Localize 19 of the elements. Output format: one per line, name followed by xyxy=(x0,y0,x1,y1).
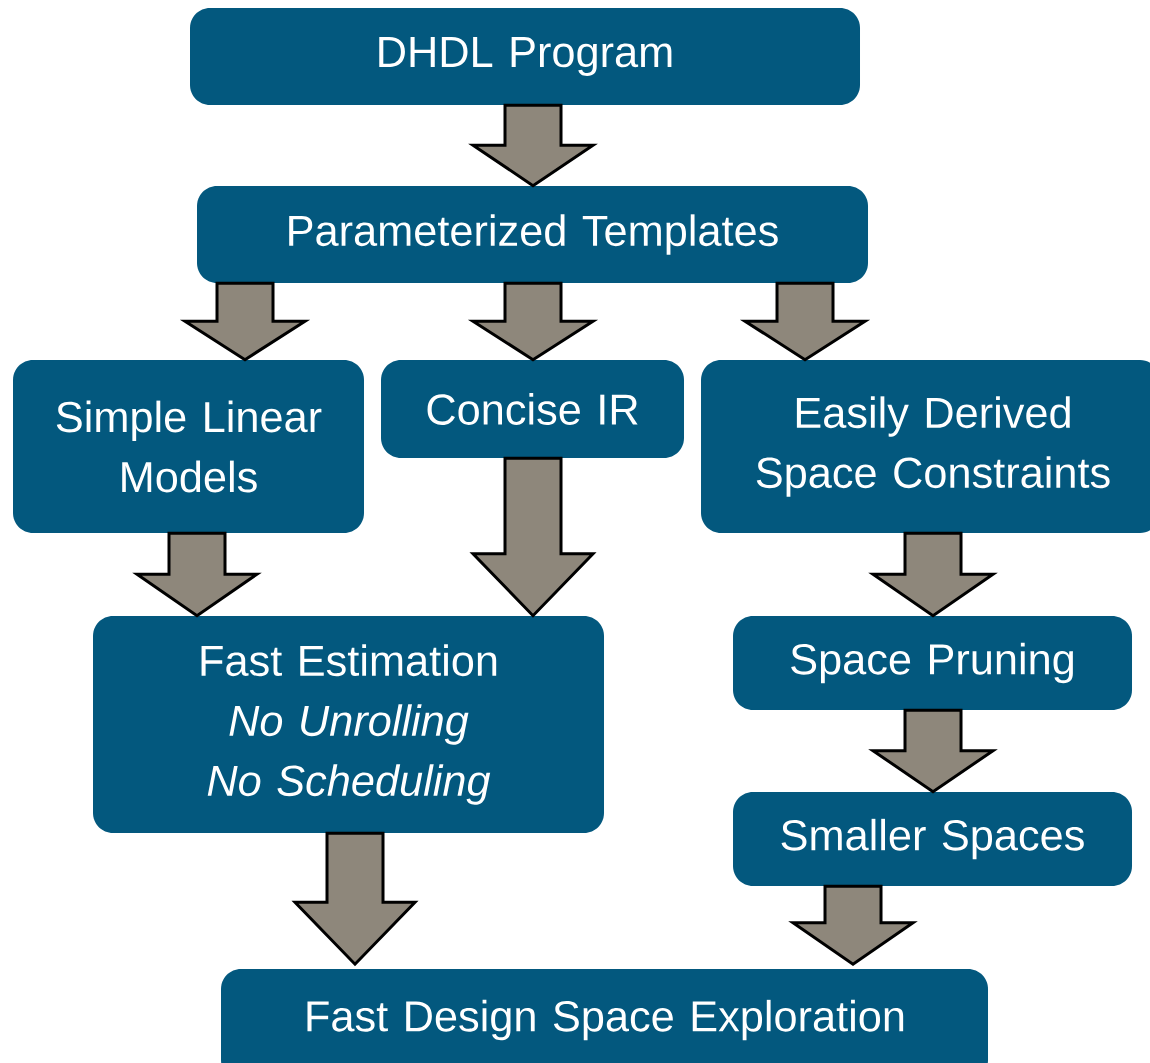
process-box: Easily Derived Space Constraints xyxy=(701,360,1150,533)
process-box: Fast Estimation No Unrolling No Scheduling xyxy=(93,616,604,833)
block-arrow xyxy=(868,531,998,618)
block-arrow xyxy=(739,281,871,362)
block-arrow xyxy=(132,531,262,618)
process-box: Parameterized Templates xyxy=(197,186,868,283)
block-arrow xyxy=(467,281,599,362)
process-box: Smaller Spaces xyxy=(733,792,1132,886)
process-box: DHDL Program xyxy=(190,8,860,105)
block-arrow xyxy=(291,831,419,967)
process-box: Fast Design Space Exploration xyxy=(221,969,988,1063)
process-box: Space Pruning xyxy=(733,616,1132,710)
block-arrow xyxy=(788,884,918,966)
block-arrow xyxy=(469,456,597,618)
block-arrow xyxy=(179,281,311,362)
block-arrow xyxy=(868,708,998,794)
process-box: Concise IR xyxy=(381,360,684,458)
process-box: Simple Linear Models xyxy=(13,360,364,533)
block-arrow xyxy=(468,103,598,188)
